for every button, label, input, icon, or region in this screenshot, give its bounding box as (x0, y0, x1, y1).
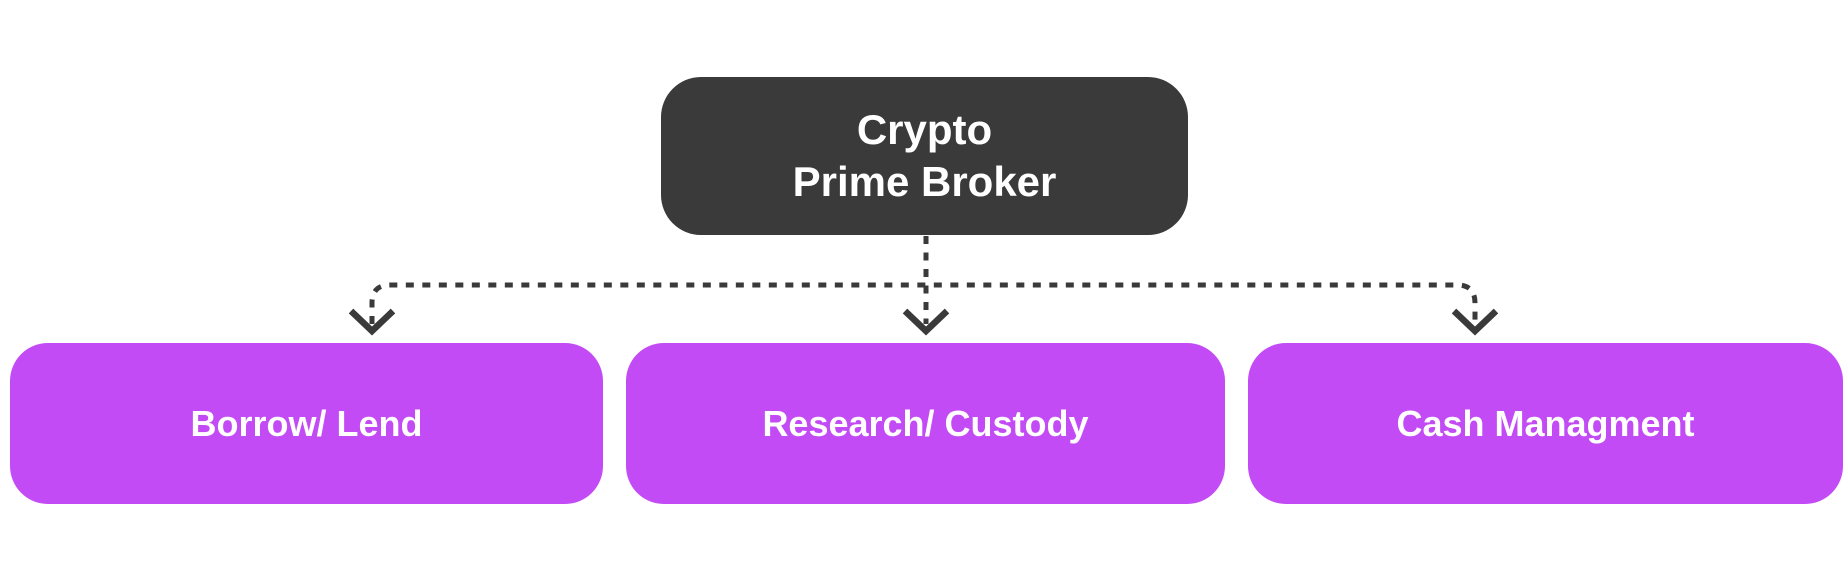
root-label-line1: Crypto (856, 105, 993, 153)
connector-horizontal-rail (369, 282, 1478, 324)
arrowhead-center-icon (902, 308, 950, 336)
root-label-line2: Prime Broker (792, 158, 1057, 205)
arrowhead-right-icon (1451, 308, 1499, 336)
child-label: Cash Managment (1396, 402, 1695, 444)
child-label: Borrow/ Lend (190, 402, 423, 444)
arrowhead-left-icon (348, 308, 396, 336)
node-research-custody: Research/ Custody (626, 343, 1225, 504)
child-label: Research/ Custody (762, 402, 1089, 444)
node-cash-managment: Cash Managment (1248, 343, 1843, 504)
node-borrow-lend: Borrow/ Lend (10, 343, 603, 504)
node-crypto-prime-broker: Crypto Prime Broker (661, 77, 1188, 235)
